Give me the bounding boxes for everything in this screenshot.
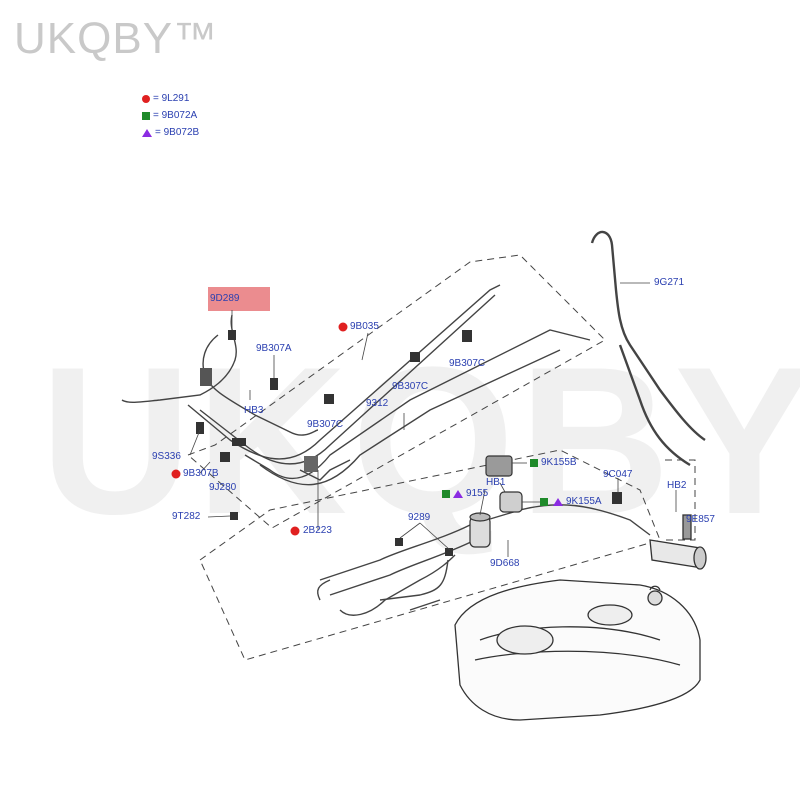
callout-9b307c: 9B307C	[449, 358, 486, 369]
callout-9g271: 9G271	[654, 277, 685, 288]
highlight-box	[208, 287, 270, 311]
canister	[649, 514, 707, 570]
legend-item-red: = 9L291	[142, 90, 199, 107]
vent-hose	[590, 230, 706, 467]
callout-9d668: 9D668	[490, 558, 520, 569]
brand-logo: UKQBY™	[14, 14, 219, 63]
callout-9b307a: 9B307A	[256, 343, 292, 354]
green-square-icon	[142, 111, 150, 120]
legend-text: = 9B072A	[153, 110, 198, 121]
purple-triangle-icon	[142, 128, 152, 137]
legend-text: = 9L291	[153, 93, 190, 104]
callout-9b035: 9B035	[350, 321, 379, 332]
callout-9b307b: 9B307B	[183, 468, 219, 479]
callout-9b307c: 9B307C	[392, 381, 429, 392]
callout-9k155a: 9K155A	[566, 496, 602, 507]
callout-9289: 9289	[408, 512, 431, 523]
callout-2b223: 2B223	[303, 525, 332, 536]
leader-lines	[189, 282, 677, 557]
red-circle-icon	[142, 94, 150, 103]
legend: = 9L291 = 9B072A = 9B072B	[142, 90, 199, 141]
callout-hb3: HB3	[244, 405, 264, 416]
callout-hb2: HB2	[667, 480, 687, 491]
fuel-filter	[469, 455, 523, 548]
callout-9e857: 9E857	[686, 514, 715, 525]
legend-text: = 9B072B	[155, 127, 200, 138]
callout-9k155b: 9K155B	[541, 457, 577, 468]
dashed-frames	[187, 254, 696, 661]
callout-9312: 9312	[366, 398, 389, 409]
fuel-tank	[454, 579, 701, 721]
callout-9d289: 9D289	[210, 293, 240, 304]
clips	[196, 330, 622, 556]
callout-9s336: 9S336	[152, 451, 181, 462]
callout-9b307c: 9B307C	[307, 419, 344, 430]
callout-9t282: 9T282	[172, 511, 201, 522]
callout-symbols	[171, 322, 563, 536]
legend-item-green: = 9B072A	[142, 107, 199, 124]
callout-9155: 9155	[466, 488, 489, 499]
callout-9j280: 9J280	[209, 482, 237, 493]
legend-item-purple: = 9B072B	[142, 124, 199, 141]
watermark: UKQBY™	[40, 323, 800, 558]
callout-hb1: HB1	[486, 477, 506, 488]
callout-9c047: 9C047	[603, 469, 633, 480]
